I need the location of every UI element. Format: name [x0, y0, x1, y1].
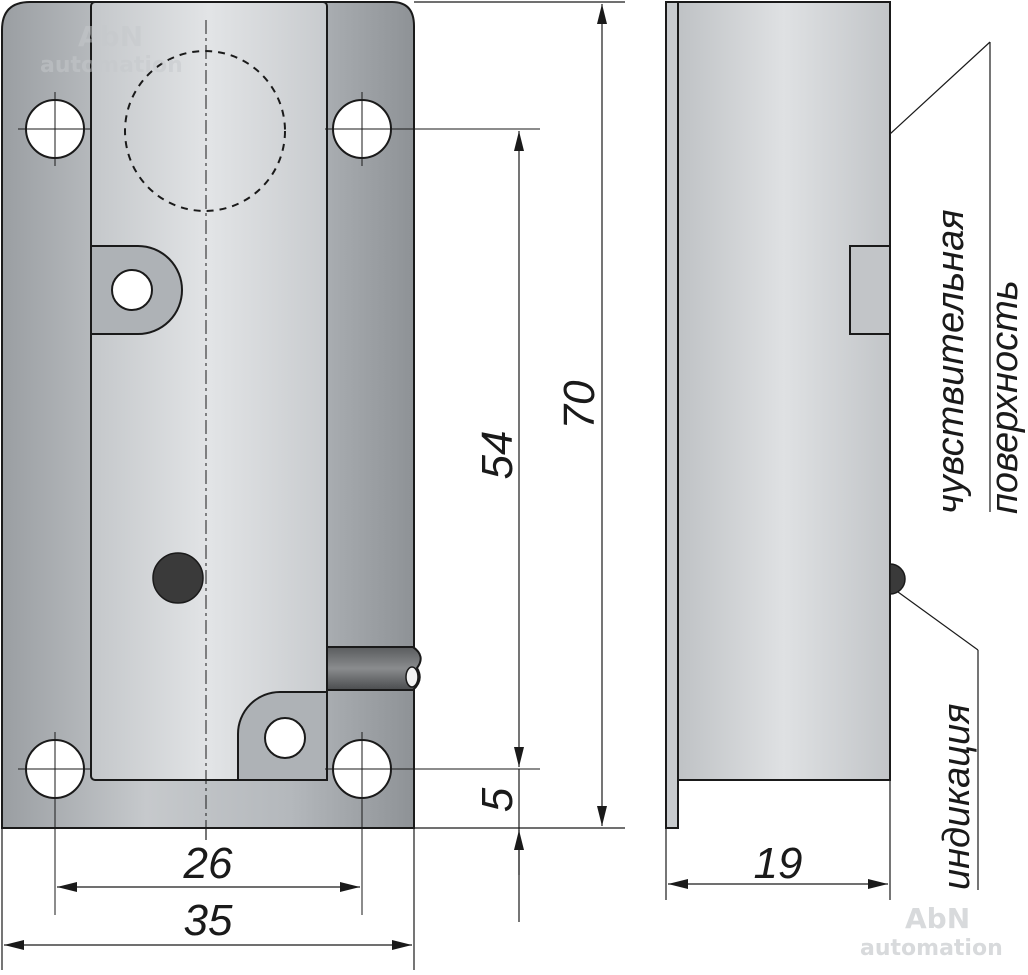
lower-ear-hole: [264, 717, 306, 759]
indication-label: индикация: [936, 704, 978, 890]
watermark-top-line1: AbN: [78, 20, 143, 53]
dim-text-35: 35: [184, 896, 233, 945]
upper-ear-hole: [111, 269, 153, 311]
cable: [326, 646, 422, 691]
leaders: [889, 41, 991, 890]
side-view: [665, 1, 906, 829]
front-cover: [90, 1, 328, 781]
dim-text-5: 5: [473, 787, 522, 812]
front-dimensions: [1, 1, 625, 970]
watermark-text-line2: automation: [860, 936, 1003, 961]
watermark-bottom: AbN automation: [860, 902, 1003, 961]
led-indicator: [152, 552, 204, 604]
dim-text-54: 54: [473, 431, 522, 480]
dim-text-26: 26: [183, 839, 233, 888]
sensing-surface-label-line2: поверхность: [984, 280, 1026, 514]
sensing-surface-label-line1: чувствительная: [930, 209, 972, 514]
watermark-top: AbN automation: [40, 20, 183, 78]
sensing-area-outline: [124, 50, 286, 212]
side-plate: [665, 1, 679, 829]
center-lines: [18, 20, 540, 915]
front-view: [1, 0, 540, 915]
front-dimension-texts: 70 54 5 26 35: [183, 380, 604, 945]
side-dimensions: [665, 780, 891, 900]
watermark-top-line2: automation: [40, 53, 183, 78]
dim-text-19: 19: [754, 839, 803, 888]
side-body: [677, 1, 891, 781]
side-led: [889, 563, 906, 595]
sensing-surface: [849, 245, 891, 335]
dim-text-70: 70: [555, 380, 604, 429]
watermark-text-line1: AbN: [905, 902, 970, 935]
